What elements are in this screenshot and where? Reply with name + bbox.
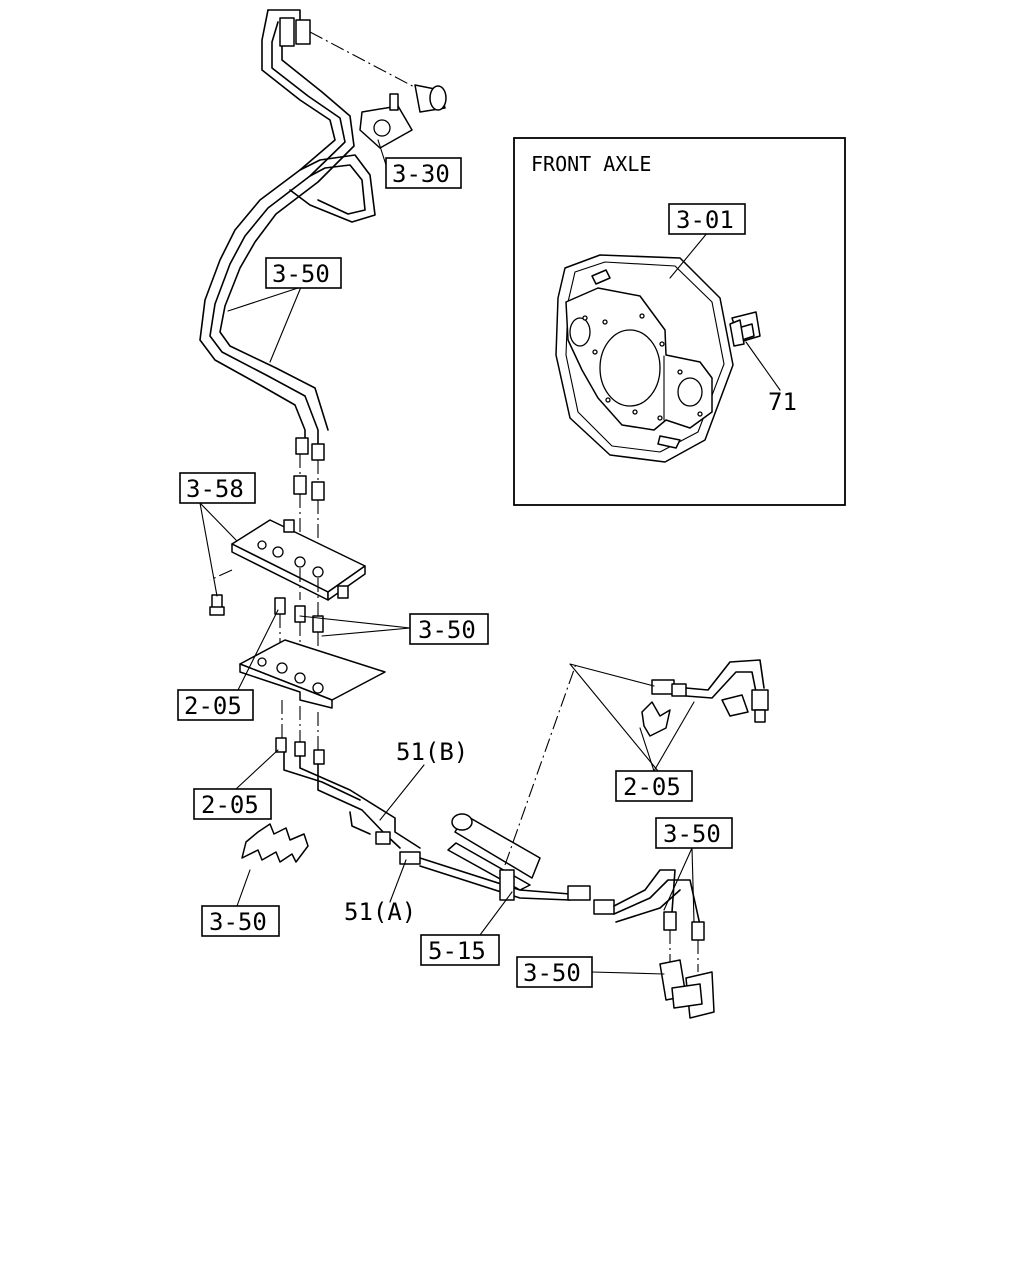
spacers <box>274 597 324 680</box>
clip-assembly <box>241 823 309 863</box>
callout-2-05-c: 2-05 <box>615 770 693 802</box>
label-51a: 51(A) <box>344 898 416 926</box>
svg-text:3-58: 3-58 <box>186 475 244 503</box>
backing-plate <box>555 254 734 463</box>
svg-text:5-15: 5-15 <box>428 937 486 965</box>
callout-3-50-top: 3-50 <box>265 257 342 289</box>
svg-text:3-50: 3-50 <box>272 260 330 288</box>
brake-fitting-top <box>279 17 447 149</box>
master-cylinder-lines <box>199 9 376 451</box>
callout-3-01: 3-01 <box>668 203 746 235</box>
callout-3-58: 3-58 <box>179 472 256 504</box>
vertical-fittings <box>293 437 325 540</box>
hose-bracket <box>447 663 577 901</box>
right-lines <box>567 869 715 1019</box>
svg-text:2-05: 2-05 <box>623 773 681 801</box>
lower-lines <box>275 737 571 901</box>
svg-text:3-01: 3-01 <box>676 206 734 234</box>
callout-3-50-bottom-right: 3-50 <box>655 817 733 849</box>
callout-3-30: 3-30 <box>385 157 462 189</box>
callout-3-50-bottom-left: 3-50 <box>201 905 280 937</box>
svg-text:3-30: 3-30 <box>392 160 450 188</box>
svg-text:3-50: 3-50 <box>523 959 581 987</box>
callout-3-50-bottom: 3-50 <box>516 956 593 988</box>
label-71: 71 <box>768 388 797 416</box>
svg-text:3-50: 3-50 <box>418 616 476 644</box>
lower-bracket <box>239 639 386 750</box>
callout-5-15: 5-15 <box>420 934 500 966</box>
svg-text:2-05: 2-05 <box>201 791 259 819</box>
label-51b: 51(B) <box>396 738 468 766</box>
callout-2-05-b: 2-05 <box>193 788 272 820</box>
svg-text:3-50: 3-50 <box>209 908 267 936</box>
svg-text:3-50: 3-50 <box>663 820 721 848</box>
bolt <box>209 594 225 616</box>
inset-title: FRONT AXLE <box>531 152 651 176</box>
sensor-line <box>641 659 769 737</box>
upper-bracket <box>209 519 366 620</box>
svg-text:2-05: 2-05 <box>184 692 242 720</box>
callout-2-05-a: 2-05 <box>177 689 254 721</box>
leader-lines <box>199 139 781 975</box>
clip-71 <box>729 311 761 347</box>
callout-3-50-mid: 3-50 <box>409 613 489 645</box>
